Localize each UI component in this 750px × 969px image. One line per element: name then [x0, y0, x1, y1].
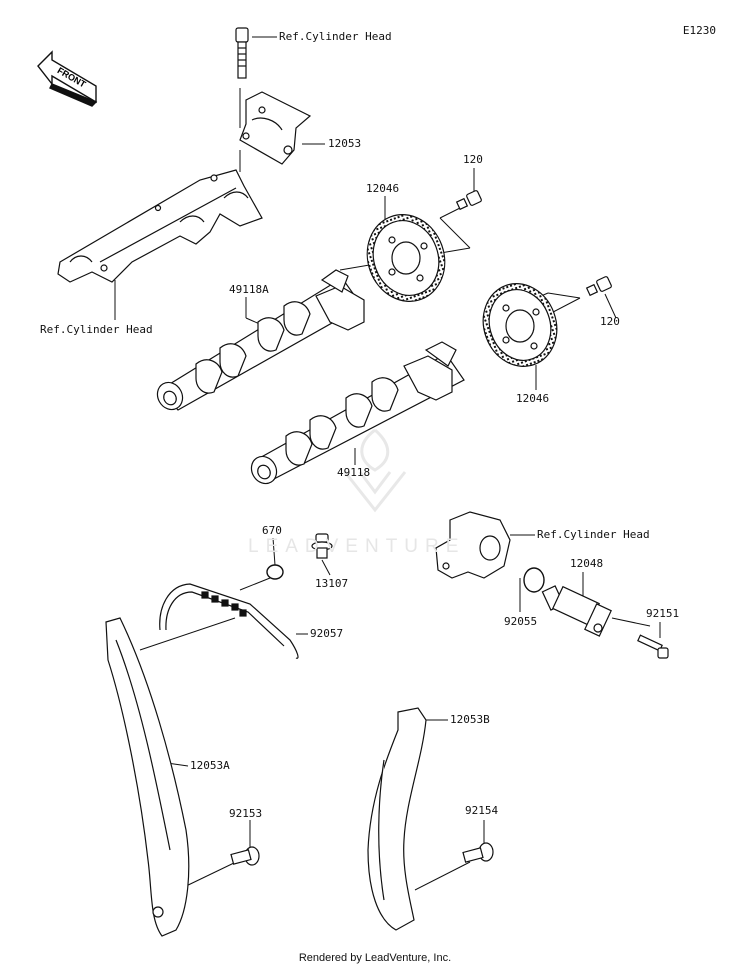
bolt-92153 — [230, 846, 260, 866]
front-indicator: FRONT — [56, 65, 88, 89]
label-ref-cylinder-head-top[interactable]: Ref.Cylinder Head — [279, 30, 392, 43]
label-12053[interactable]: 12053 — [328, 137, 362, 150]
label-92151[interactable]: 92151 — [646, 607, 680, 620]
label-12046-bottom[interactable]: 12046 — [516, 392, 550, 405]
bolt-92151 — [637, 634, 669, 659]
watermark: LEADVENTURE — [248, 536, 466, 557]
label-12053B[interactable]: 12053B — [450, 713, 490, 726]
label-12046-top[interactable]: 12046 — [366, 182, 400, 195]
bolt-13107 — [311, 533, 333, 559]
front-label: FRONT — [56, 65, 88, 89]
label-92153[interactable]: 92153 — [229, 807, 263, 820]
sprocket-bolt-top — [455, 190, 482, 211]
watermark-logo-icon — [343, 428, 407, 513]
label-12048[interactable]: 12048 — [570, 557, 604, 570]
bolt-92154 — [462, 842, 494, 863]
front-arrow-icon — [37, 50, 98, 107]
timing-chain-92057 — [159, 583, 299, 659]
tensioner-housing — [435, 511, 511, 579]
o-ring-670 — [266, 564, 284, 580]
label-120-right[interactable]: 120 — [600, 315, 620, 328]
sprocket-bottom — [482, 283, 558, 367]
label-92057[interactable]: 92057 — [310, 627, 344, 640]
sprocket-bolt-right — [585, 276, 612, 297]
label-ref-cylinder-head-right[interactable]: Ref.Cylinder Head — [537, 528, 650, 541]
label-670[interactable]: 670 — [262, 524, 282, 537]
label-12053A[interactable]: 12053A — [190, 759, 230, 772]
label-120-top[interactable]: 120 — [463, 153, 483, 166]
label-49118[interactable]: 49118 — [337, 466, 371, 479]
sprocket-top — [366, 214, 446, 302]
label-92055[interactable]: 92055 — [504, 615, 538, 628]
label-13107[interactable]: 13107 — [315, 577, 349, 590]
camshaft-49118A — [156, 269, 365, 411]
footer-credit: Rendered by LeadVenture, Inc. — [298, 952, 452, 964]
label-92154[interactable]: 92154 — [465, 804, 499, 817]
chain-guide-12053A — [105, 617, 190, 937]
diagram-code: E1230 — [682, 24, 716, 37]
label-49118A[interactable]: 49118A — [229, 283, 269, 296]
top-bolt — [235, 27, 249, 79]
label-ref-cylinder-head-left[interactable]: Ref.Cylinder Head — [40, 323, 153, 336]
tensioner-guide-12053B — [367, 707, 427, 931]
cam-bracket-12053 — [239, 91, 312, 165]
camshaft-49118 — [250, 341, 465, 485]
gasket-92055 — [523, 567, 545, 593]
chain-tensioner-12048 — [541, 585, 612, 637]
cam-holder — [57, 169, 263, 283]
